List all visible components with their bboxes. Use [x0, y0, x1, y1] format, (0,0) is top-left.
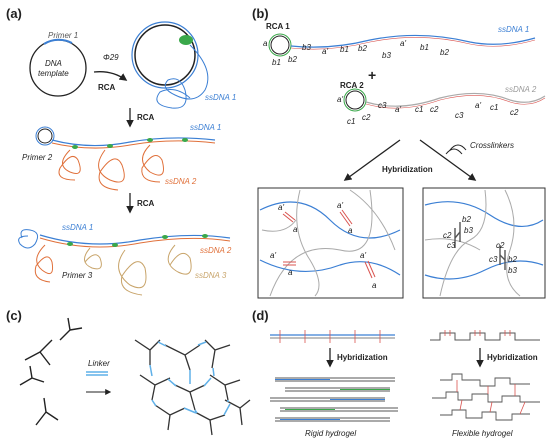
box1-3: a	[348, 226, 353, 235]
box2-4: c2	[496, 241, 505, 250]
panel-label-a: (a)	[6, 6, 22, 21]
rigid-hydrogel-label: Rigid hydrogel	[305, 429, 356, 438]
primer-2-label: Primer 2	[22, 153, 53, 162]
box1-5: a	[288, 268, 293, 277]
rca-label-mid: RCA	[137, 113, 155, 122]
rca-label-low: RCA	[137, 199, 155, 208]
flexible-hydrogel-network	[432, 373, 540, 421]
rca-1-label: RCA 1	[266, 22, 290, 31]
box2-5: b2	[508, 255, 517, 264]
box2-0: b2	[462, 215, 471, 224]
rca-label-top: RCA	[98, 83, 116, 92]
ssdna-1-low-label: ssDNA 1	[62, 223, 93, 232]
box-1-labels: a' a a' a a' a a' a	[270, 201, 377, 290]
seq2-6: c2	[430, 105, 439, 114]
seq1-6: b2	[358, 44, 367, 53]
seq1-2: b2	[288, 55, 297, 64]
seq2-3: c3	[378, 101, 387, 110]
seq2-0: a'	[337, 95, 343, 104]
box2-1: c2	[443, 231, 452, 240]
box2-7: b3	[508, 266, 517, 275]
rca-ring	[131, 21, 209, 109]
box1-4: a'	[270, 251, 276, 260]
rca-1-strand	[268, 33, 536, 57]
seq2-8: a'	[475, 101, 481, 110]
panel-label-b: (b)	[252, 6, 269, 21]
crosslinker-glyph	[445, 144, 467, 155]
rca-2-label: RCA 2	[340, 81, 364, 90]
ssdna-1-top-label: ssDNA 1	[205, 93, 236, 102]
ssdna-1-b-label: ssDNA 1	[498, 25, 529, 34]
dna-network	[134, 339, 251, 436]
box2-3: c3	[447, 241, 456, 250]
seq2-7: c3	[455, 111, 464, 120]
seq1-9: b1	[420, 43, 429, 52]
crosslinkers-label: Crosslinkers	[470, 141, 514, 150]
template-label-1: DNA	[45, 59, 62, 68]
seq1-7: b3	[382, 51, 391, 60]
y-monomers	[19, 317, 83, 426]
seq1-4: a'	[322, 47, 328, 56]
seq2-1: c1	[347, 117, 355, 126]
box2-6: c3	[489, 255, 498, 264]
box1-1: a	[293, 225, 298, 234]
box1-2: a'	[337, 201, 343, 210]
rca-2-strand	[343, 88, 546, 112]
seq1-1: b1	[272, 58, 281, 67]
ssdna-2-b-label: ssDNA 2	[505, 85, 537, 94]
rigid-input-strand	[270, 330, 395, 343]
seq2-4: a'	[395, 105, 401, 114]
hybridization-label-d-left: Hybridization	[337, 353, 388, 362]
box1-7: a	[372, 281, 377, 290]
seq1-0: a	[263, 39, 268, 48]
rca-branched-low	[18, 229, 231, 296]
flexible-hydrogel-label: Flexible hydrogel	[452, 429, 513, 438]
hydrogel-box-1	[257, 187, 404, 299]
primer-1-label: Primer 1	[48, 31, 78, 40]
ssdna-3-low-label: ssDNA 3	[195, 271, 227, 280]
box1-6: a'	[360, 251, 366, 260]
flexible-sticky-ends	[456, 380, 526, 415]
ssdna-2-low-label: ssDNA 2	[200, 246, 232, 255]
panel-label-d: (d)	[252, 308, 269, 323]
plus-sign: +	[368, 67, 376, 83]
ssdna-1-sequence: a b1 b2 b3 a' b1 b2 b3 a' b1 b2	[263, 39, 449, 67]
panel-label-c: (c)	[6, 308, 22, 323]
hybridization-arrow-left	[343, 139, 401, 181]
ssdna-2-mid-label: ssDNA 2	[165, 177, 197, 186]
linker-glyph	[86, 371, 112, 395]
rca-branched-mid	[35, 126, 216, 191]
ssdna-2-sequence: a' c1 c2 c3 a' c1 c2 c3 a' c1 c2	[337, 95, 519, 126]
seq2-9: c1	[490, 103, 498, 112]
seq1-5: b1	[340, 45, 349, 54]
linker-label: Linker	[88, 359, 110, 368]
seq2-5: c1	[415, 105, 423, 114]
phi29-label: Φ29	[103, 53, 119, 62]
network-linkers	[149, 341, 231, 416]
rigid-hydrogel-stack	[270, 377, 398, 422]
seq2-10: c2	[510, 108, 519, 117]
hydrogel-box-2	[422, 187, 546, 299]
box2-2: b3	[464, 226, 473, 235]
seq1-3: b3	[302, 43, 311, 52]
template-label-2: template	[38, 69, 69, 78]
seq1-8: a'	[400, 39, 406, 48]
dna-template-circle	[29, 38, 87, 97]
ssdna-1-mid-label: ssDNA 1	[190, 123, 221, 132]
primer-3-label: Primer 3	[62, 271, 93, 280]
seq2-2: c2	[362, 113, 371, 122]
flexible-input-strand	[430, 330, 540, 341]
hybridization-label-d-right: Hybridization	[487, 353, 538, 362]
seq1-10: b2	[440, 48, 449, 57]
rca-arrow-top	[93, 71, 128, 81]
hybridization-arrow-right	[419, 139, 477, 181]
box1-0: a'	[278, 203, 284, 212]
hybridization-label-b: Hybridization	[382, 165, 433, 174]
box-2-labels: b2 c2 b3 c3 c2 b2 c3 b3	[443, 215, 517, 275]
